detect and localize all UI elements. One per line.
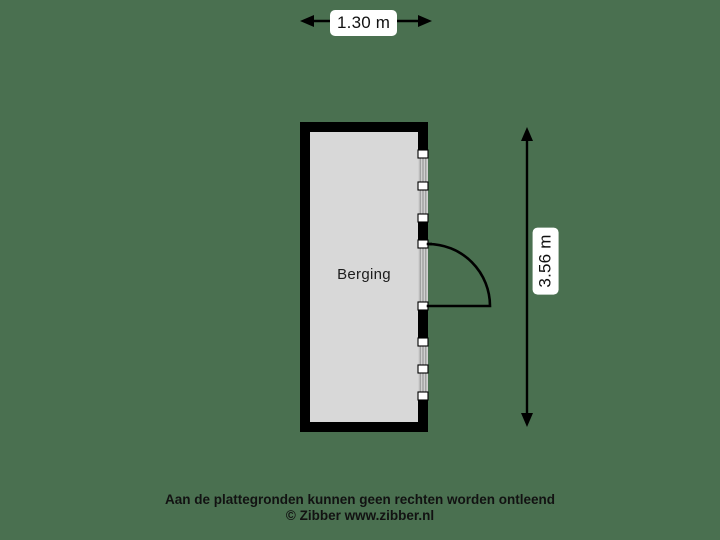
- footer: Aan de plattegronden kunnen geen rechten…: [0, 492, 720, 524]
- door-east: [417, 239, 492, 311]
- room-floor: [310, 132, 418, 422]
- window-lower: [417, 337, 429, 401]
- room-label-berging: Berging: [337, 266, 391, 283]
- footer-disclaimer: Aan de plattegronden kunnen geen rechten…: [164, 492, 556, 507]
- dimension-label-width: 1.30 m: [330, 10, 398, 36]
- door-swing-arc: [426, 242, 492, 308]
- footer-copyright: © Zibber www.zibber.nl: [285, 508, 435, 523]
- window-upper: [417, 149, 429, 223]
- dimension-arrow-vertical: [521, 127, 533, 427]
- dimension-label-height: 3.56 m: [532, 227, 559, 295]
- room-berging: [300, 122, 428, 432]
